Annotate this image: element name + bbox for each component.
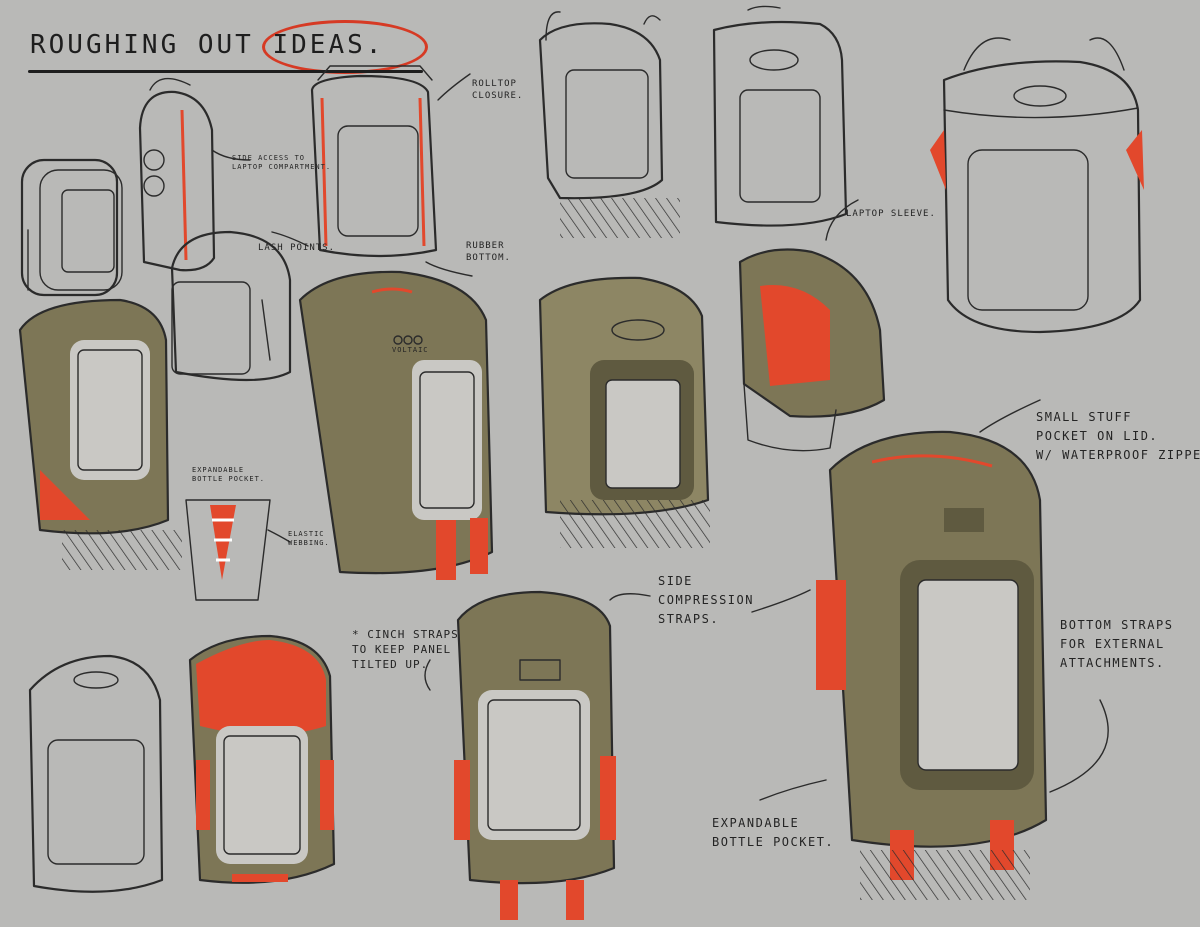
sketch-pack-outline-bottom (28, 654, 164, 893)
note-cinch-straps: * CINCH STRAPS TO KEEP PANEL TILTED UP. (352, 628, 459, 671)
title-underline (28, 70, 423, 73)
note-side-access: SIDE ACCESS TO LAPTOP COMPARTMENT. (232, 154, 332, 172)
note-side-compression: SIDE COMPRESSION STRAPS. (658, 574, 754, 627)
sketch-olive-pack-voltaic (298, 270, 494, 580)
sketch-pack-outline-small (20, 158, 123, 297)
sketch-olive-pack-voltaic-front (454, 590, 616, 920)
annotation-leader-lines (211, 73, 1109, 801)
brand-label: VOLTAIC (392, 346, 429, 354)
note-rolltop-closure: ROLLTOP CLOSURE. (472, 79, 524, 102)
sketch-pack-large-outline (930, 37, 1144, 334)
note-small-stuff-pocket: SMALL STUFF POCKET ON LID. W/ WATERPROOF… (1036, 410, 1200, 463)
sketch-open-laptop-sleeve (738, 248, 886, 452)
note-bottom-straps: BOTTOM STRAPS FOR EXTERNAL ATTACHMENTS. (1060, 618, 1174, 671)
note-lash-points: LASH POINTS. (258, 243, 336, 253)
sketch-rolltop-pack (310, 65, 438, 258)
note-laptop-sleeve: LAPTOP SLEEVE. (846, 209, 936, 219)
sketch-pack-front-1 (538, 11, 680, 238)
page-title: ROUGHING OUT IDEAS. (30, 30, 385, 60)
sketch-bottle-pocket-detail (185, 499, 271, 601)
sketch-side-access (138, 77, 216, 272)
sketch-pack-front-2 (712, 5, 848, 227)
note-expandable-bottle-small: EXPANDABLE BOTTLE POCKET. (192, 466, 266, 484)
note-rubber-bottom: RUBBER BOTTOM. (466, 241, 511, 264)
note-elastic-webbing: ELASTIC WEBBING. (288, 530, 330, 548)
note-expandable-bottle-large: EXPANDABLE BOTTLE POCKET. (712, 816, 835, 850)
sketch-pack-outline-light (170, 230, 292, 382)
sketch-red-lid-pack (188, 634, 336, 884)
sketch-olive-pack-left (18, 298, 182, 570)
sketch-olive-pack-center (538, 276, 710, 548)
sketch-olive-pack-hero (816, 430, 1048, 900)
